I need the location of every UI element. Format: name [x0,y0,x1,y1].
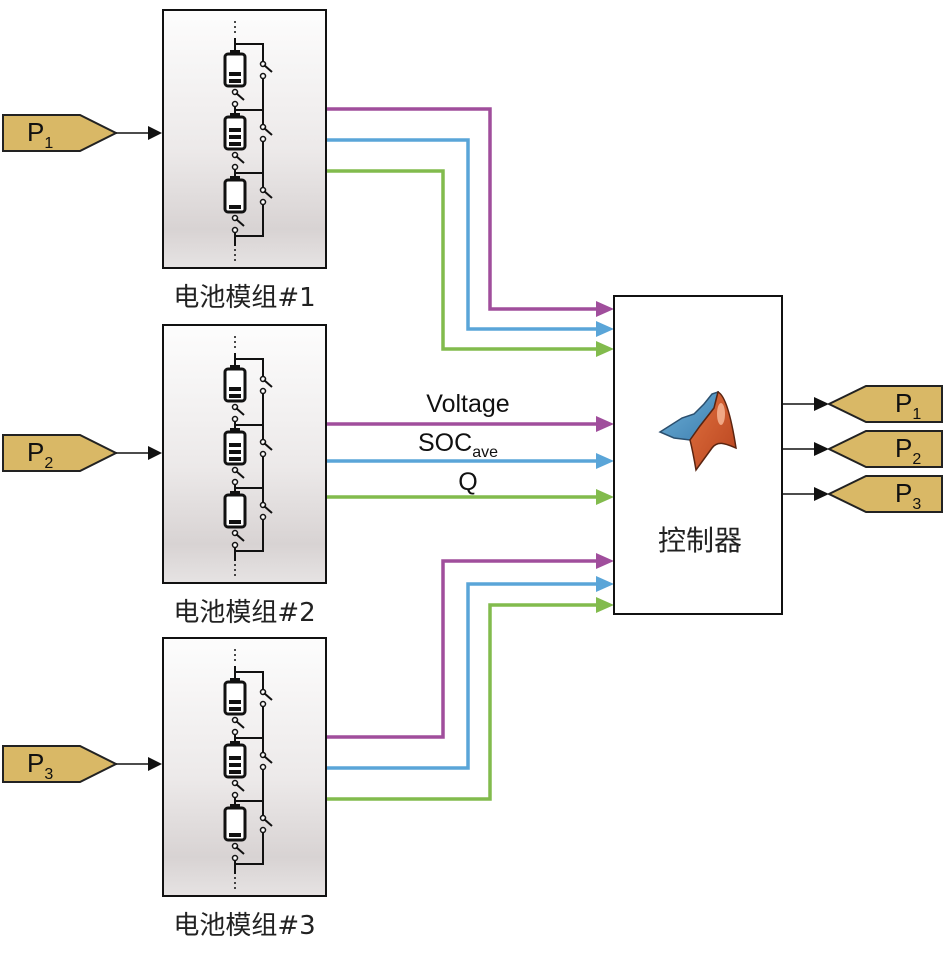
signal-voltage-module-2 [327,416,614,432]
signal-soc-module-3 [327,576,614,770]
signal-q-module-2 [327,489,614,505]
arrow-head-icon [148,446,162,460]
signal-label-soc: SOCave [418,429,498,461]
tag-shape[interactable] [826,385,943,423]
battery-module-1[interactable]: 电池模组#1 [162,9,327,313]
signal-label-voltage: Voltage [426,390,509,418]
arrow-head-icon [596,416,614,432]
cell-string-schematic [231,336,273,576]
ellipsis-dot [234,649,236,651]
arrow-head-icon [596,576,614,592]
matlab-logo-icon [658,390,737,472]
ellipsis-dot [234,882,236,884]
output-tag-p3[interactable]: P3 [782,475,943,513]
arrow-head-icon [814,442,829,456]
tag-label: P1 [895,388,921,423]
battery-cell-icon [223,50,247,88]
ellipsis-dot [234,26,236,28]
battery-cell-icon [223,804,247,842]
tag-shape[interactable] [826,430,943,468]
ellipsis-dot [234,254,236,256]
signal-label-soc-base: SOC [418,429,472,457]
tag-label: P2 [895,433,921,468]
arrow-head-icon [148,126,162,140]
battery-module-2[interactable]: 电池模组#2 [162,324,327,628]
battery-cell-icon [223,176,247,214]
signal-q-module-3 [327,597,614,801]
signal-lines [327,107,614,801]
signal-labels: Voltage SOCave Q [418,390,510,496]
input-tag-p2[interactable]: P2 [2,434,162,472]
battery-cell-icon [223,428,247,466]
arrow-head-icon [814,397,829,411]
battery-modules: 电池模组#1 电池模组#2 电池模组#3 [162,9,327,941]
input-tag-p3[interactable]: P3 [2,745,162,783]
output-tag-p2[interactable]: P2 [782,430,943,468]
signal-q-module-1 [327,169,614,357]
signal-label-soc-sub: ave [472,444,498,461]
battery-cell-icon [223,741,247,779]
tag-label: P3 [895,478,921,513]
battery-cell-icon [223,113,247,151]
input-tag-p1[interactable]: P1 [2,114,162,152]
controller-block[interactable]: 控制器 [613,295,783,615]
arrow-head-icon [596,321,614,337]
tag-label: P1 [27,117,53,152]
ellipsis-dot [234,564,236,566]
battery-cell-icon [223,678,247,716]
battery-module-3[interactable]: 电池模组#3 [162,637,327,941]
arrow-head-icon [596,301,614,317]
module-label: 电池模组#3 [173,911,315,941]
ellipsis-dot [234,336,236,338]
ellipsis-dot [234,659,236,661]
module-label: 电池模组#2 [173,598,315,628]
cell-string-schematic [231,21,273,261]
controller-label: 控制器 [658,524,742,557]
ellipsis-dot [234,21,236,23]
arrow-head-icon [814,487,829,501]
ellipsis-dot [234,887,236,889]
signal-soc-module-1 [327,138,614,337]
battery-cell-icon [223,491,247,529]
arrow-head-icon [596,453,614,469]
ellipsis-dot [234,569,236,571]
arrow-head-icon [596,553,614,569]
ellipsis-dot [234,341,236,343]
tag-label: P2 [27,437,53,472]
tag-shape[interactable] [826,475,943,513]
ellipsis-dot [234,654,236,656]
battery-cell-icon [223,365,247,403]
signal-voltage-module-1 [327,107,614,317]
tag-shape[interactable] [2,114,119,152]
ellipsis-dot [234,249,236,251]
ellipsis-dot [234,877,236,879]
signal-voltage-module-3 [327,553,614,739]
ellipsis-dot [234,31,236,33]
output-tag-p1[interactable]: P1 [782,385,943,423]
ellipsis-dot [234,574,236,576]
signal-label-q: Q [458,468,477,496]
arrow-head-icon [596,489,614,505]
tag-shape[interactable] [2,434,119,472]
arrow-head-icon [148,757,162,771]
module-label: 电池模组#1 [173,283,315,313]
signal-soc-module-2 [327,453,614,469]
cell-string-schematic [231,649,273,889]
ellipsis-dot [234,346,236,348]
arrow-head-icon [596,597,614,613]
arrow-head-icon [596,341,614,357]
tag-shape[interactable] [2,745,119,783]
tag-label: P3 [27,748,53,783]
ellipsis-dot [234,259,236,261]
